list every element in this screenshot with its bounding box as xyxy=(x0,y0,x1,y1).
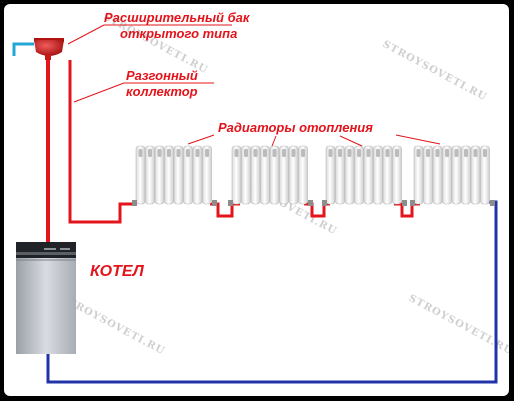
radiator-section xyxy=(432,145,443,205)
radiator-section xyxy=(269,145,280,205)
radiator-section xyxy=(260,145,270,205)
radiator-section xyxy=(183,145,193,205)
radiator-section xyxy=(392,145,402,205)
radiator-section xyxy=(241,145,251,205)
radiator-valve xyxy=(490,200,495,206)
label-radiators: Радиаторы отопления xyxy=(187,120,441,147)
radiator-section xyxy=(288,145,299,205)
radiators xyxy=(132,145,495,206)
radiator-section xyxy=(470,145,481,205)
radiator-valve xyxy=(410,200,415,206)
radiator-section xyxy=(250,145,261,205)
radiator-section xyxy=(442,145,452,205)
boiler xyxy=(16,242,76,354)
watermark: STROYSOVETI.RU xyxy=(381,39,489,103)
radiator xyxy=(132,145,217,206)
radiator-section xyxy=(164,145,174,205)
riser-label-line2: коллектор xyxy=(126,84,198,99)
radiator-section xyxy=(480,145,490,205)
radiator-section xyxy=(325,145,336,205)
radiator-section xyxy=(335,145,345,205)
label-expansion-tank: Расширительный бак открытого типа xyxy=(67,10,251,45)
radiator-section xyxy=(231,145,242,205)
radiator-section xyxy=(298,145,308,205)
radiator-section xyxy=(173,145,184,205)
radiator-section xyxy=(202,145,212,205)
boiler-label: КОТЕЛ xyxy=(90,263,145,280)
radiator-valve xyxy=(402,200,407,206)
radiator-section xyxy=(461,145,471,205)
radiator-section xyxy=(354,145,364,205)
return-pipe xyxy=(46,200,498,384)
radiator-section xyxy=(413,145,424,205)
radiator-valve xyxy=(132,200,137,206)
radiator-section xyxy=(373,145,383,205)
radiator-valve xyxy=(308,200,313,206)
radiator-valve xyxy=(228,200,233,206)
radiator-section xyxy=(382,145,393,205)
expansion-tank xyxy=(34,38,64,60)
radiator-section xyxy=(423,145,433,205)
radiator xyxy=(322,145,407,206)
radiator-section xyxy=(145,145,155,205)
riser-label-line1: Разгонный xyxy=(126,68,198,83)
radiator-section xyxy=(192,145,203,205)
radiator-section xyxy=(363,145,374,205)
radiator-valve xyxy=(212,200,217,206)
radiator-section xyxy=(451,145,462,205)
heating-diagram: STROYSOVETI.RU STROYSOVETI.RU STROYSOVET… xyxy=(4,4,509,396)
radiator xyxy=(228,145,313,206)
radiator-valve xyxy=(322,200,327,206)
radiator-section xyxy=(279,145,289,205)
water-inlet xyxy=(12,42,34,56)
radiator xyxy=(410,145,495,206)
watermark: STROYSOVETI.RU xyxy=(407,293,509,357)
radiator-section xyxy=(135,145,146,205)
radiators-label: Радиаторы отопления xyxy=(218,120,373,135)
tank-label-line2: открытого типа xyxy=(120,26,237,41)
label-riser: Разгонный коллектор xyxy=(73,68,214,103)
diagram-canvas: STROYSOVETI.RU STROYSOVETI.RU STROYSOVET… xyxy=(12,10,509,384)
radiator-section xyxy=(154,145,165,205)
riser-collector xyxy=(68,60,136,224)
radiator-section xyxy=(344,145,355,205)
tank-label-line1: Расширительный бак xyxy=(104,10,251,25)
